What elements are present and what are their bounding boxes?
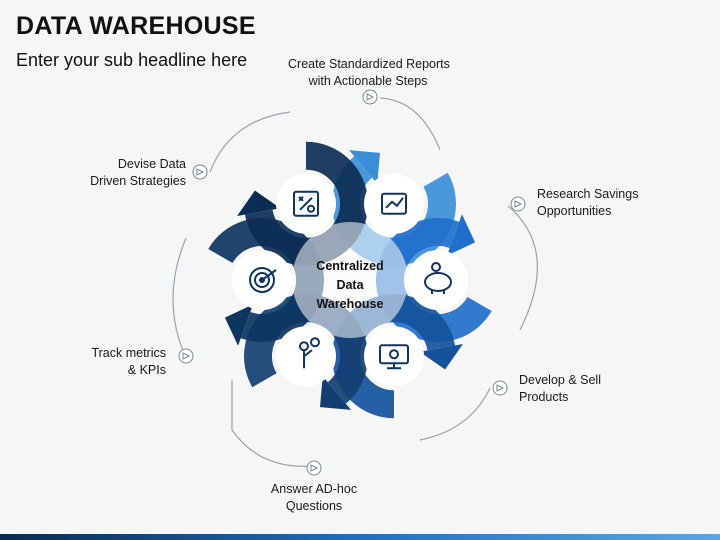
strategy-board-icon [293, 190, 319, 217]
connector-reports [379, 97, 441, 151]
piggy-bank-icon [424, 262, 452, 294]
label-create-reports-line-1: Create Standardized Reports [288, 57, 450, 71]
connector-kpis [172, 237, 187, 359]
label-develop-products: Develop & Sell Products [519, 372, 601, 406]
marker-6 [192, 164, 208, 180]
label-answer-adhoc-line-1: Answer AD-hoc [270, 482, 358, 496]
person-question-icon [299, 337, 320, 369]
marker-group [178, 89, 526, 476]
label-track-metrics: Track metrics & KPIs [70, 345, 166, 379]
petal-arrow-6 [237, 190, 281, 216]
label-create-reports: Create Standardized Reports with Actiona… [288, 56, 450, 90]
connector-savings [507, 205, 538, 331]
petal-arrow-4 [320, 376, 351, 410]
label-create-reports-line-2: with Actionable Steps [308, 74, 428, 88]
page-title: DATA WAREHOUSE [16, 12, 256, 40]
petal-arrow-1 [349, 150, 380, 184]
petal-arrow-5 [224, 304, 254, 346]
marker-2 [510, 196, 526, 212]
center-circle [292, 222, 408, 338]
label-research-savings: Research Savings Opportunities [537, 186, 638, 220]
report-chart-icon [381, 192, 407, 215]
icon-circle-4 [276, 326, 336, 387]
connector-lines [172, 97, 538, 467]
petal-arrow-3 [419, 344, 463, 370]
label-develop-products-line-2: Products [519, 390, 569, 404]
center-line-2: Data [336, 278, 364, 292]
marker-5 [178, 348, 194, 364]
label-track-metrics-line-1: Track metrics [91, 346, 166, 360]
target-icon [249, 267, 277, 293]
label-devise-strategies-line-1: Devise Data [117, 157, 186, 171]
center-line-3: Warehouse [316, 297, 384, 311]
label-devise-strategies-line-2: Driven Strategies [90, 174, 186, 188]
label-answer-adhoc-line-2: Questions [285, 499, 343, 513]
monitor-gear-icon [379, 344, 409, 370]
label-track-metrics-line-2: & KPIs [127, 363, 166, 377]
petal-arrow-2 [446, 214, 476, 256]
icon-circle-3 [364, 326, 424, 387]
connector-adhoc [231, 380, 315, 467]
label-develop-products-line-1: Develop & Sell [519, 373, 601, 387]
marker-4 [306, 460, 322, 476]
icon-circle-2 [408, 250, 468, 310]
marker-1 [362, 89, 378, 105]
connector-products [419, 387, 491, 441]
center-line-1: Centralized [316, 259, 384, 273]
label-research-savings-line-2: Opportunities [537, 204, 612, 218]
marker-3 [492, 380, 508, 396]
page-subtitle: Enter your sub headline here [16, 50, 248, 70]
icon-circle-group [232, 173, 468, 387]
footer-bar [0, 534, 720, 540]
label-research-savings-line-1: Research Savings [537, 187, 639, 201]
label-answer-adhoc: Answer AD-hoc Questions [254, 481, 374, 515]
label-devise-strategies: Devise Data Driven Strategies [70, 156, 186, 190]
center-label: Centralized Data Warehouse [300, 257, 400, 314]
connector-strategies [209, 111, 291, 173]
